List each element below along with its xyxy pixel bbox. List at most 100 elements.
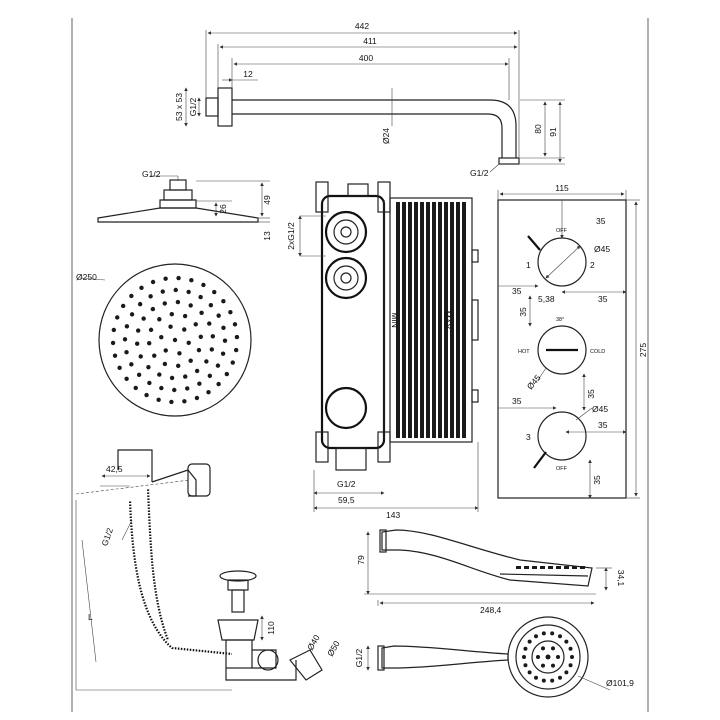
- head-nozzle: [117, 365, 122, 371]
- waste-elbow: [289, 649, 323, 681]
- head-nozzle: [137, 301, 143, 307]
- box-cartridge-seat: [324, 386, 368, 430]
- plate-top-35: 35: [596, 216, 606, 226]
- head-nozzle: [169, 311, 174, 317]
- arm-dim-91: 91: [548, 127, 558, 137]
- head-nozzle: [173, 287, 178, 293]
- head-nozzle: [182, 399, 187, 404]
- box-fin: [456, 202, 460, 438]
- head-nozzle: [216, 313, 221, 318]
- head-dim-49: 49: [262, 195, 272, 205]
- arm-dim-411: 411: [363, 36, 377, 46]
- plate-dia-low: Ø45: [592, 404, 608, 414]
- head-nozzle: [188, 303, 193, 308]
- arm-pipe-upper: [232, 99, 517, 158]
- head-dim-13: 13: [262, 231, 272, 241]
- handshower-dim-34-1: 34,1: [616, 570, 626, 587]
- handshower-profile: [381, 529, 593, 587]
- handshower-nozzle: [550, 631, 555, 636]
- head-nozzle: [146, 341, 152, 346]
- head-nozzle: [172, 337, 178, 343]
- plate-temp-38: 38°: [556, 317, 564, 323]
- shower-head-side-view: G1/2 49 26 13: [97, 169, 272, 241]
- box-inlet-top: [324, 210, 368, 254]
- head-nozzle: [120, 303, 126, 309]
- handshower-nozzle: [541, 631, 546, 636]
- plate-left-35: 35: [512, 286, 522, 296]
- box-fin: [462, 202, 466, 438]
- arm-flange-size: 53 x 53: [174, 93, 184, 121]
- arm-thread-left: G1/2: [188, 98, 198, 117]
- head-nozzle: [198, 294, 203, 300]
- head-nozzle: [172, 387, 177, 393]
- plate-mid-35b: 35: [586, 389, 596, 399]
- head-nozzle: [138, 354, 143, 359]
- head-nozzle: [112, 353, 118, 358]
- head-nozzle: [139, 285, 144, 291]
- handshower-side-nozzle: [556, 566, 561, 569]
- arm-thread-right: G1/2: [470, 168, 489, 178]
- head-nozzle: [148, 294, 153, 299]
- head-dim-26: 26: [218, 204, 228, 214]
- handshower-dim-248-4: 248,4: [480, 605, 502, 615]
- head-nozzle: [159, 385, 164, 391]
- head-nozzle: [210, 334, 216, 339]
- head-nozzle: [129, 293, 134, 299]
- head-profile: [97, 207, 259, 223]
- head-nozzle: [212, 289, 217, 295]
- head-nozzle: [198, 334, 204, 339]
- handshower-nozzle: [558, 634, 562, 639]
- handshower-side-nozzle: [572, 566, 577, 569]
- arm-dim-12: 12: [243, 69, 253, 79]
- arm-dim-80: 80: [533, 124, 543, 134]
- box-fin: [414, 202, 418, 438]
- plate-height: 275: [638, 343, 648, 357]
- handshower-nozzle: [556, 655, 560, 659]
- head-nozzle: [150, 306, 156, 312]
- handshower-thread: G1/2: [354, 649, 364, 668]
- handshower-nozzle: [541, 663, 545, 668]
- head-nozzle: [207, 321, 212, 326]
- head-nozzle: [188, 358, 193, 363]
- head-nozzle: [122, 337, 128, 342]
- head-nozzle: [176, 363, 181, 369]
- head-nozzle: [207, 373, 213, 379]
- filler-dim-42-5: 42,5: [106, 464, 123, 474]
- head-nozzle: [201, 282, 206, 288]
- head-nozzle: [169, 375, 175, 381]
- box-bottom-outlet: [335, 447, 367, 471]
- box-body: [320, 194, 386, 450]
- box-fin: [402, 202, 406, 438]
- handshower-nozzle: [545, 654, 551, 660]
- head-nozzle: [124, 324, 130, 329]
- plate-pos-2: 2: [590, 260, 595, 270]
- filler-dim-110: 110: [266, 621, 276, 635]
- head-nozzle: [216, 381, 221, 387]
- head-nozzle: [220, 351, 226, 356]
- handshower-side-nozzle: [524, 566, 529, 569]
- handshower-face-outer: [507, 616, 589, 698]
- head-nozzle: [134, 341, 140, 346]
- head-face-circle: [98, 263, 252, 417]
- filler-handle: [187, 463, 211, 497]
- arm-wall-flange: [217, 87, 233, 127]
- head-nozzle: [129, 312, 135, 317]
- plate-low-left-35: 35: [512, 396, 522, 406]
- arm-dim-442: 442: [355, 21, 369, 31]
- arm-dim-400: 400: [359, 53, 373, 63]
- head-nozzle: [168, 324, 173, 329]
- handshower-nozzle: [527, 639, 532, 644]
- handshower-side-nozzle: [564, 566, 569, 569]
- box-dim-143: 143: [386, 510, 400, 520]
- handshower-nozzle: [564, 639, 569, 644]
- box-fin: [396, 202, 400, 438]
- handshower-diameter: Ø101,9: [606, 678, 634, 688]
- head-nozzle: [150, 279, 156, 285]
- head-nozzle: [141, 316, 146, 321]
- head-nozzle: [186, 289, 191, 295]
- handshower-nozzle: [534, 675, 538, 680]
- head-nozzle: [197, 381, 202, 386]
- handshower-side-nozzles: [516, 566, 585, 569]
- plate-dia-mid: Ø45: [525, 372, 543, 391]
